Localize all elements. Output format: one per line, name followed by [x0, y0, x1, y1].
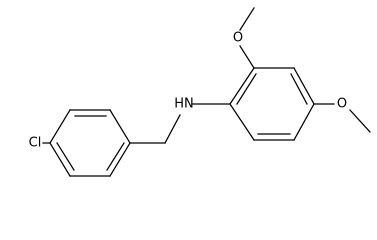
ring-a-bond-4: [109, 142, 131, 177]
ring-a-double-2: [106, 142, 125, 171]
o-right-methyl-bond: [349, 109, 371, 133]
ring-a-bond-1: [49, 109, 71, 144]
ch2-n-bond: [164, 114, 181, 144]
chlorophenyl-ring: [49, 109, 131, 177]
ring-b-bond-1: [229, 67, 255, 105]
oxygen-top-label: O: [233, 31, 243, 46]
ring-b-double-1: [236, 73, 257, 105]
ring-a-bond-3: [109, 109, 131, 144]
dimethoxyphenyl-ring: [229, 67, 315, 141]
ring-b-bond-4: [293, 103, 315, 141]
o-top-bond: [239, 45, 255, 69]
ring-b-bond-6: [229, 103, 255, 141]
ring-b-bond-3: [293, 67, 315, 105]
oxygen-right-label: O: [337, 97, 347, 112]
ring-a-double-3: [56, 142, 75, 171]
molecule-canvas: Cl HN O O: [29, 7, 371, 177]
ring-a-bond-6: [49, 142, 71, 177]
o-top-methyl-bond: [239, 7, 255, 31]
ring-b-double-2: [290, 73, 308, 105]
chemical-structure-diagram: Cl HN O O: [29, 7, 371, 177]
chlorine-label: Cl: [29, 136, 42, 151]
amine-label: HN: [174, 97, 194, 112]
